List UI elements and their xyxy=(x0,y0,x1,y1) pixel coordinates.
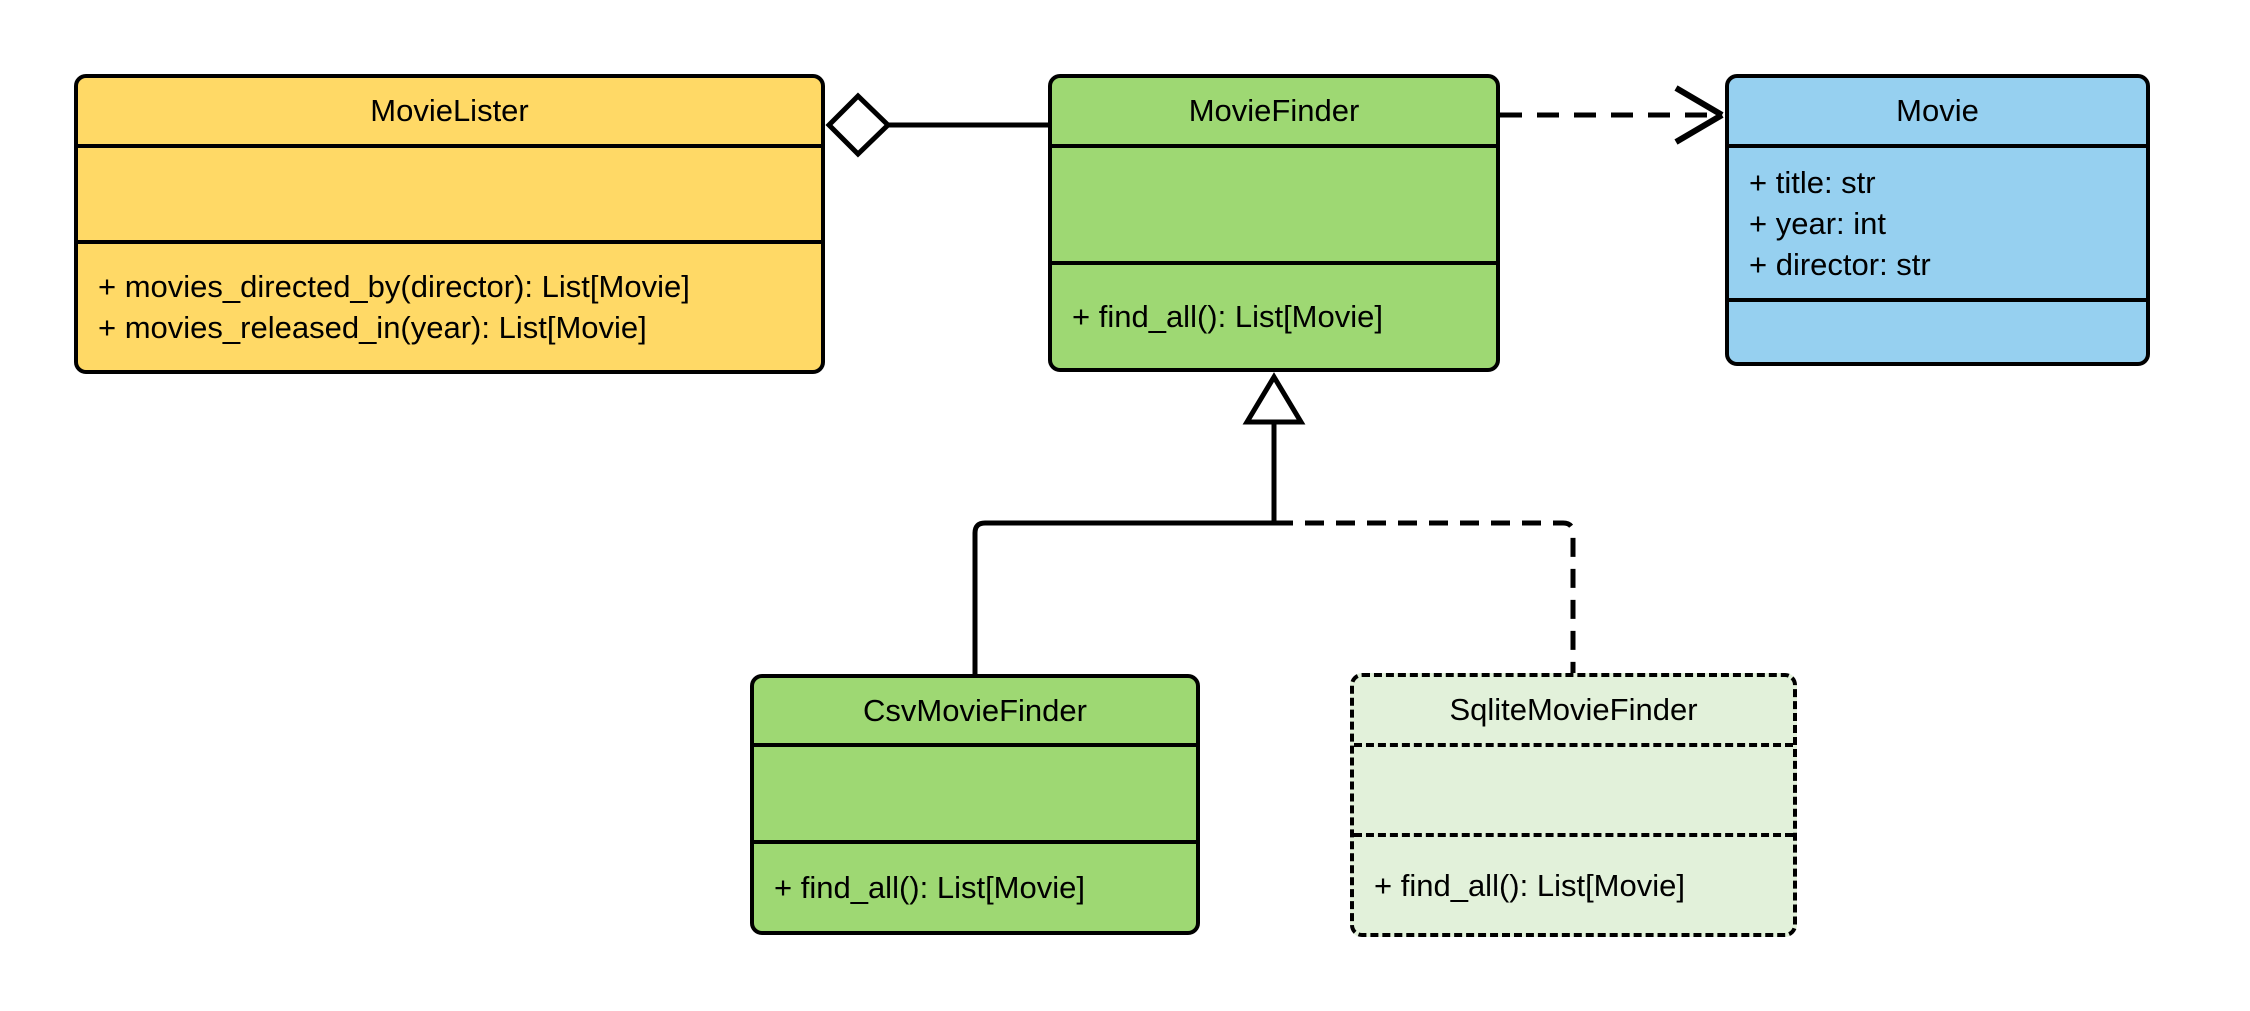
class-attributes-section xyxy=(78,144,821,240)
class-title: SqliteMovieFinder xyxy=(1449,692,1698,727)
inheritance-branch-sqlite-dashed-line xyxy=(1274,520,1576,673)
inheritance-branch-csv-line xyxy=(972,520,1274,674)
dependency-open-arrowhead-icon xyxy=(1674,85,1724,145)
class-methods-section: + find_all(): List[Movie] xyxy=(754,840,1196,931)
uml-class-csvmoviefinder: CsvMovieFinder + find_all(): List[Movie] xyxy=(750,674,1200,935)
class-attributes-section xyxy=(1354,743,1793,833)
class-attribute: + director: str xyxy=(1749,246,1931,282)
aggregation-hollow-diamond-icon xyxy=(825,92,892,158)
class-attribute: + year: int xyxy=(1749,205,1886,241)
class-attributes-section xyxy=(754,743,1196,840)
class-title: Movie xyxy=(1896,93,1979,128)
class-method: + find_all(): List[Movie] xyxy=(774,870,1085,905)
uml-class-sqlitemoviefinder: SqliteMovieFinder + find_all(): List[Mov… xyxy=(1350,673,1797,937)
class-title: MovieLister xyxy=(370,93,529,128)
uml-class-movie: Movie + title: str + year: int + directo… xyxy=(1725,74,2150,366)
class-methods-section xyxy=(1729,298,2146,362)
uml-class-moviefinder: MovieFinder + find_all(): List[Movie] xyxy=(1048,74,1500,372)
class-attributes-section xyxy=(1052,144,1496,261)
class-method: + movies_directed_by(director): List[Mov… xyxy=(98,269,690,304)
class-methods-section: + find_all(): List[Movie] xyxy=(1052,261,1496,368)
class-title: CsvMovieFinder xyxy=(863,692,1087,728)
inheritance-hollow-triangle-icon xyxy=(1242,372,1306,425)
class-method: + movies_released_in(year): List[Movie] xyxy=(98,310,647,345)
class-method: + find_all(): List[Movie] xyxy=(1072,299,1383,334)
class-title: MovieFinder xyxy=(1188,93,1360,128)
class-methods-section: + movies_directed_by(director): List[Mov… xyxy=(78,240,821,370)
uml-class-movielister: MovieLister + movies_directed_by(directo… xyxy=(74,74,825,374)
class-methods-section: + find_all(): List[Movie] xyxy=(1354,833,1793,933)
class-attributes-section: + title: str + year: int + director: str xyxy=(1729,144,2146,298)
class-attribute: + title: str xyxy=(1749,164,1876,200)
class-method: + find_all(): List[Movie] xyxy=(1374,867,1685,903)
